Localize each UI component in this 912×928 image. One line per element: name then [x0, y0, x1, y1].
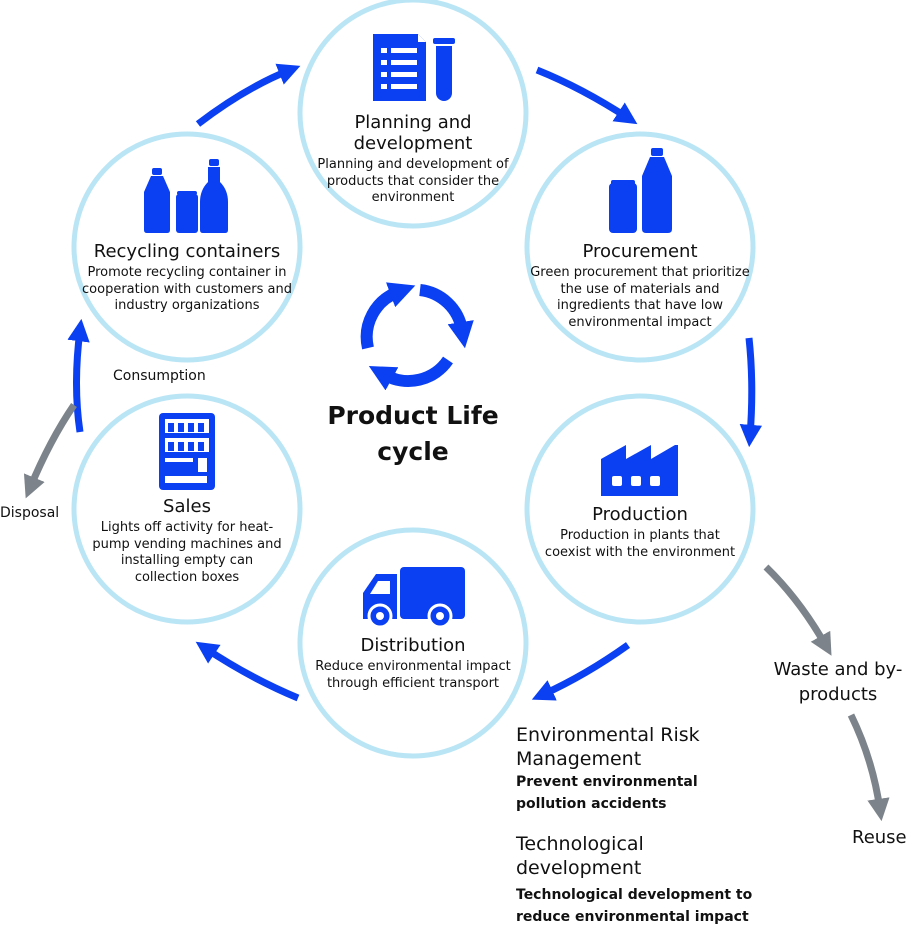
risk-management-title: Environmental Risk Management [516, 724, 700, 770]
recycle-arrows-icon [360, 282, 474, 391]
arrow-disposal [23, 403, 77, 499]
arrow-to-waste [763, 564, 832, 656]
distribution-desc: Reduce environmental impact through effi… [315, 659, 511, 691]
distribution-title: Distribution [360, 635, 466, 656]
consumption-label: Consumption [113, 368, 206, 384]
risk-management-desc: Prevent environmental pollution accident… [516, 774, 698, 812]
tech-development-title: Technological development [516, 833, 644, 879]
recycling-title: Recycling containers [93, 241, 281, 262]
procurement-title: Procurement [582, 241, 698, 262]
waste-label: Waste and by-products [773, 659, 903, 705]
production-node: Production Production in plants that coe… [540, 504, 740, 561]
bottles-icon [144, 159, 228, 233]
planning-node: Planning and development Planning and de… [313, 112, 513, 207]
disposal-label: Disposal [0, 505, 60, 521]
production-title: Production [592, 504, 688, 525]
arrow-production-to-distribution [531, 642, 631, 701]
sales-circle [71, 393, 303, 625]
distribution-circle [297, 527, 529, 759]
planning-title: Planning and development [353, 112, 473, 154]
document-flask-icon [373, 34, 455, 101]
arrow-sales-to-recycling [67, 318, 90, 433]
arrow-distribution-to-sales [195, 641, 300, 702]
arrow-recycling-to-planning [195, 63, 301, 127]
recycling-desc: Promote recycling container in cooperati… [82, 265, 292, 313]
can-bottle-icon [609, 148, 672, 233]
arrow-to-reuse [847, 713, 890, 822]
factory-icon [601, 445, 678, 496]
sales-desc: Lights off activity for heat-pump vendin… [92, 520, 282, 585]
planning-circle [297, 0, 529, 229]
reuse-label: Reuse [852, 827, 907, 848]
arrow-procurement-to-production [739, 337, 763, 448]
tech-development-desc: Technological development to reduce envi… [516, 887, 753, 925]
distribution-node: Distribution Reduce environmental impact… [313, 635, 513, 692]
procurement-node: Procurement Green procurement that prior… [530, 241, 750, 331]
recycling-node: Recycling containers Promote recycling c… [77, 241, 297, 315]
truck-icon [363, 567, 465, 629]
arrow-planning-to-procurement [535, 66, 638, 125]
vending-machine-icon [159, 413, 215, 490]
sales-node: Sales Lights off activity for heat-pump … [92, 496, 282, 586]
sales-title: Sales [163, 496, 211, 517]
recycling-circle [71, 131, 303, 363]
planning-desc: Planning and development of products tha… [317, 157, 509, 205]
production-circle [524, 393, 756, 625]
center-title: Product Life cycle [327, 401, 499, 466]
production-desc: Production in plants that coexist with t… [544, 528, 736, 560]
procurement-circle [524, 131, 756, 363]
procurement-desc: Green procurement that prioritize the us… [530, 265, 750, 330]
